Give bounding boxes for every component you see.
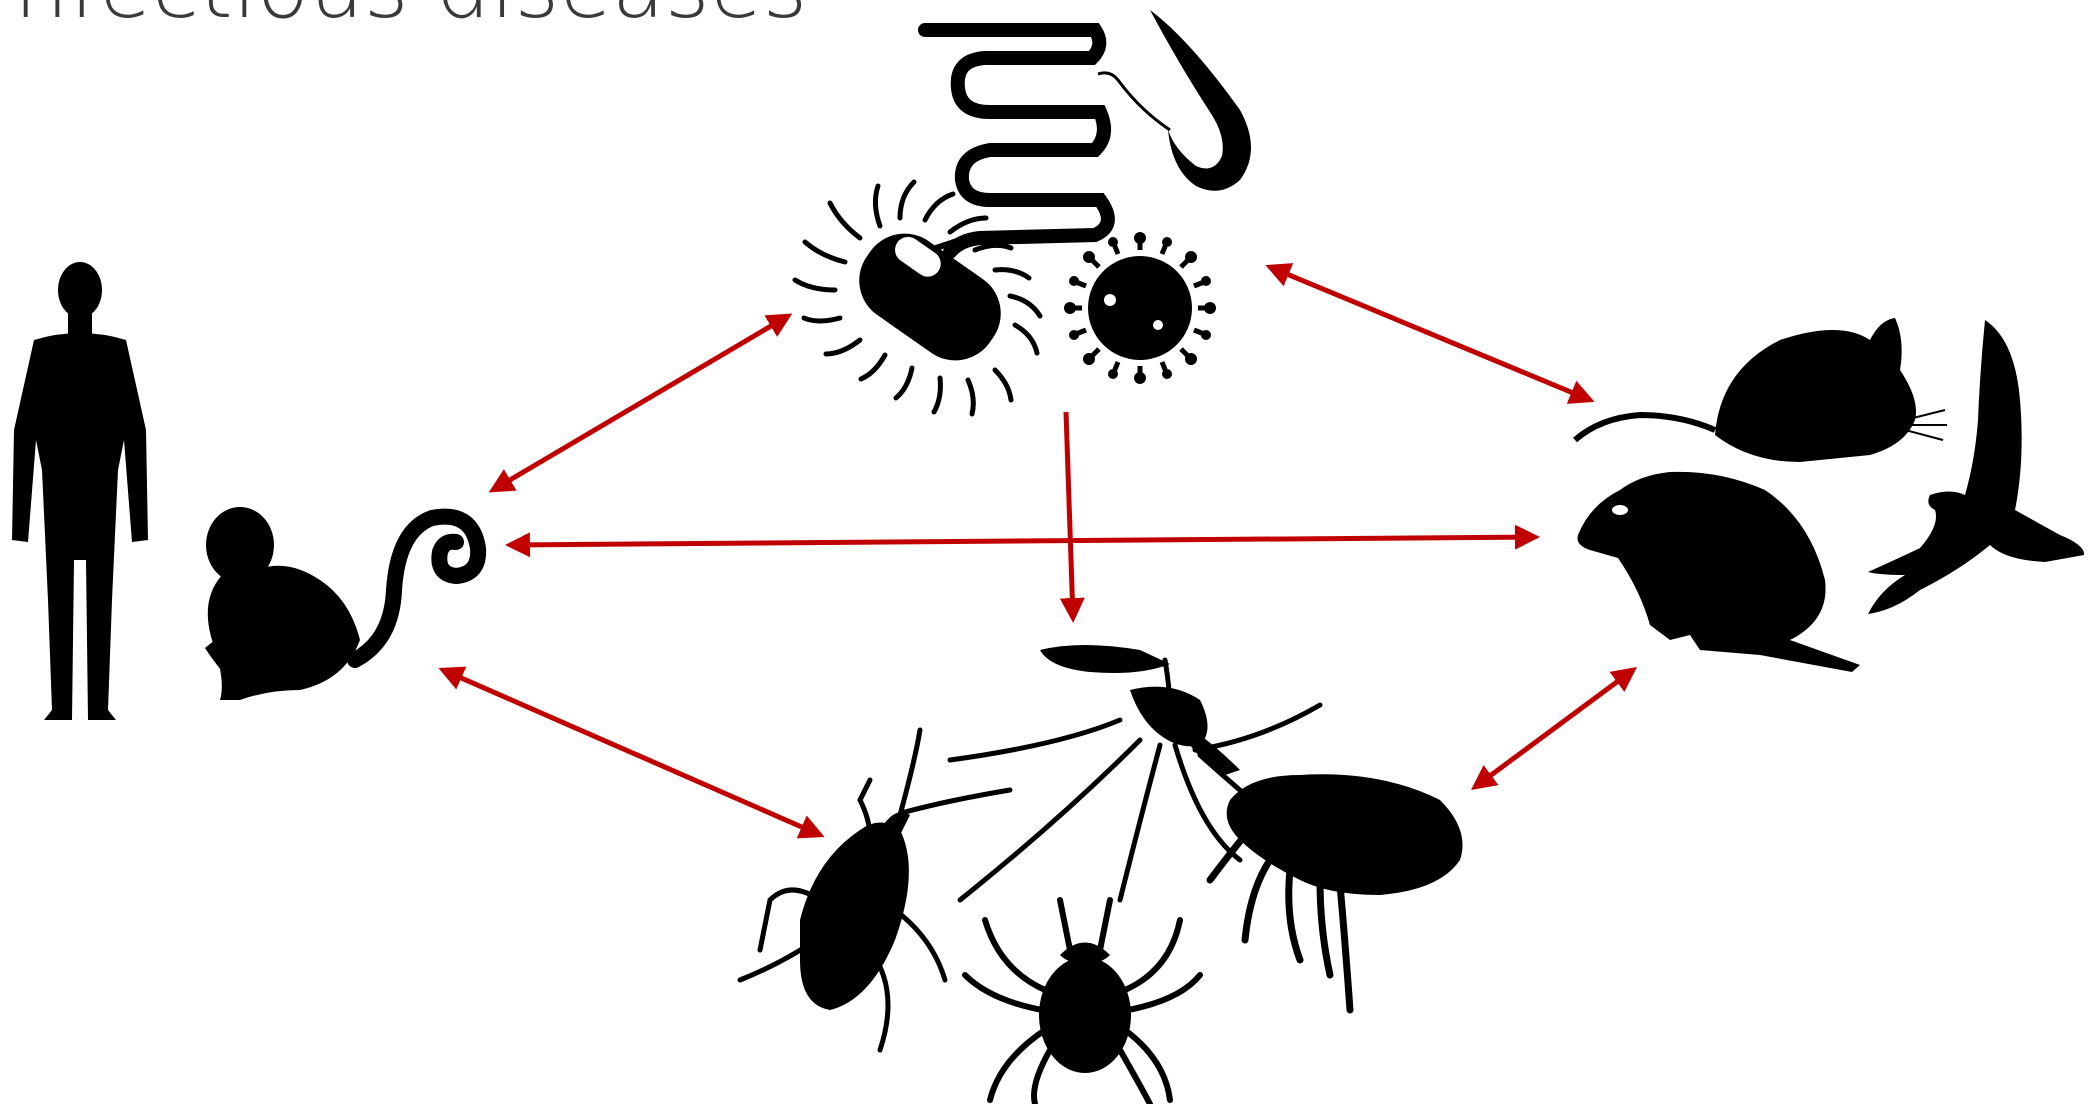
arrow-hosts-reservoirs [510,537,1535,545]
bacterium-icon [795,182,1040,414]
trypanosome-icon [1098,10,1251,191]
human-icon [12,262,148,720]
arrow-hosts-vectors [443,670,820,835]
mosquito-icon [950,645,1320,900]
arrow-pathogens-vectors [1066,412,1073,618]
mouse-icon [1575,318,1947,462]
worm-icon [925,30,1108,252]
tick-icon [965,900,1200,1104]
flea-icon [1210,774,1463,1010]
virus-icon [1064,232,1216,384]
hedgehog-icon [1578,472,1861,672]
monkey-icon [205,507,478,700]
arrow-reservoirs-vectors [1475,670,1633,787]
arrow-pathogens-hosts [493,316,788,490]
arrow-pathogens-reservoirs [1270,267,1590,400]
